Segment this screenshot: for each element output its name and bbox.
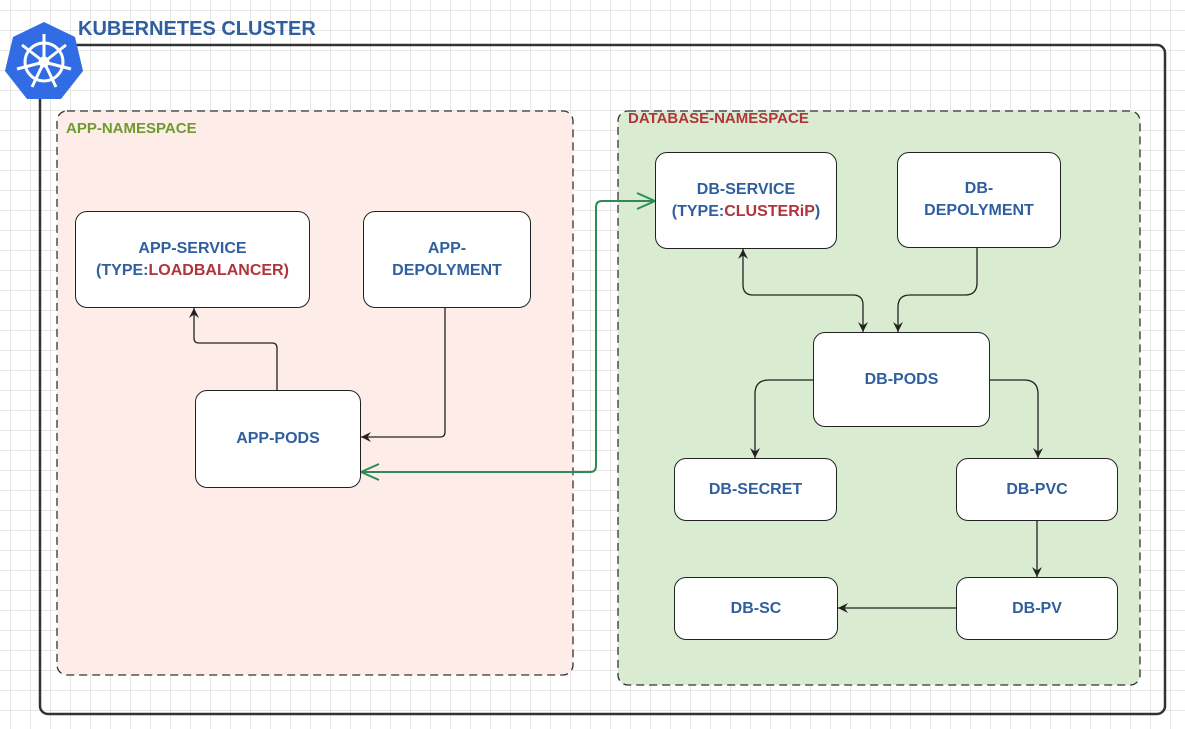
db-secret-label: DB-SECRET (708, 480, 803, 498)
db-deployment-line2: DEPOLYMENT (924, 202, 1034, 219)
db-service-type-prefix: (TYPE: (671, 202, 725, 220)
database-namespace-label: DATABASE-NAMESPACE (628, 110, 809, 127)
db-pv-node[interactable]: DB-PV (956, 577, 1118, 640)
db-service-node[interactable]: DB-SERVICE (TYPE:CLUSTERiP) (655, 152, 837, 249)
db-service-type-value: CLUSTERiP (724, 202, 815, 220)
app-service-node[interactable]: APP-SERVICE (TYPE:LOADBALANCER) (75, 211, 310, 308)
app-service-type-suffix: ) (283, 261, 289, 279)
db-service-type: (TYPE:CLUSTERiP) (672, 201, 820, 223)
app-service-type-prefix: (TYPE: (96, 261, 149, 279)
db-service-title: DB-SERVICE (696, 180, 796, 198)
edge-app-pods-to-db-service (361, 201, 655, 472)
app-namespace-label: APP-NAMESPACE (66, 120, 197, 137)
cluster-title: KUBERNETES CLUSTER (78, 18, 316, 40)
cluster-boundary (38, 43, 1167, 716)
app-deployment-line1: APP- (427, 239, 467, 257)
kubernetes-helm-icon (5, 22, 83, 99)
db-deployment-node[interactable]: DB- DEPOLYMENT (897, 152, 1061, 248)
db-pods-node[interactable]: DB-PODS (813, 332, 990, 427)
db-pods-label: DB-PODS (864, 370, 939, 388)
db-pv-label: DB-PV (1012, 599, 1062, 617)
app-service-title: APP-SERVICE (138, 239, 247, 257)
app-pods-node[interactable]: APP-PODS (195, 390, 361, 488)
edge-db-deployment-to-db-pods (893, 248, 978, 332)
db-pvc-label: DB-PVC (1006, 480, 1068, 498)
db-secret-node[interactable]: DB-SECRET (674, 458, 837, 521)
edge-db-pods-to-db-secret (750, 379, 813, 458)
db-pvc-node[interactable]: DB-PVC (956, 458, 1118, 521)
app-service-type: (TYPE:LOADBALANCER) (96, 260, 289, 282)
db-service-type-suffix: ) (814, 202, 821, 220)
edge-db-service-to-db-pods (738, 249, 868, 332)
app-service-type-value: LOADBALANCER (148, 261, 284, 279)
edge-db-pods-to-db-pvc (990, 379, 1043, 458)
app-pods-label: APP-PODS (236, 430, 320, 447)
db-sc-node[interactable]: DB-SC (674, 577, 838, 640)
edge-app-pods-to-app-service (189, 308, 278, 390)
db-deployment-line1: DB- (964, 180, 994, 197)
app-deployment-line2: DEPOLYMENT (392, 261, 502, 279)
db-sc-label: DB-SC (730, 599, 782, 617)
app-deployment-node[interactable]: APP- DEPOLYMENT (363, 211, 531, 308)
